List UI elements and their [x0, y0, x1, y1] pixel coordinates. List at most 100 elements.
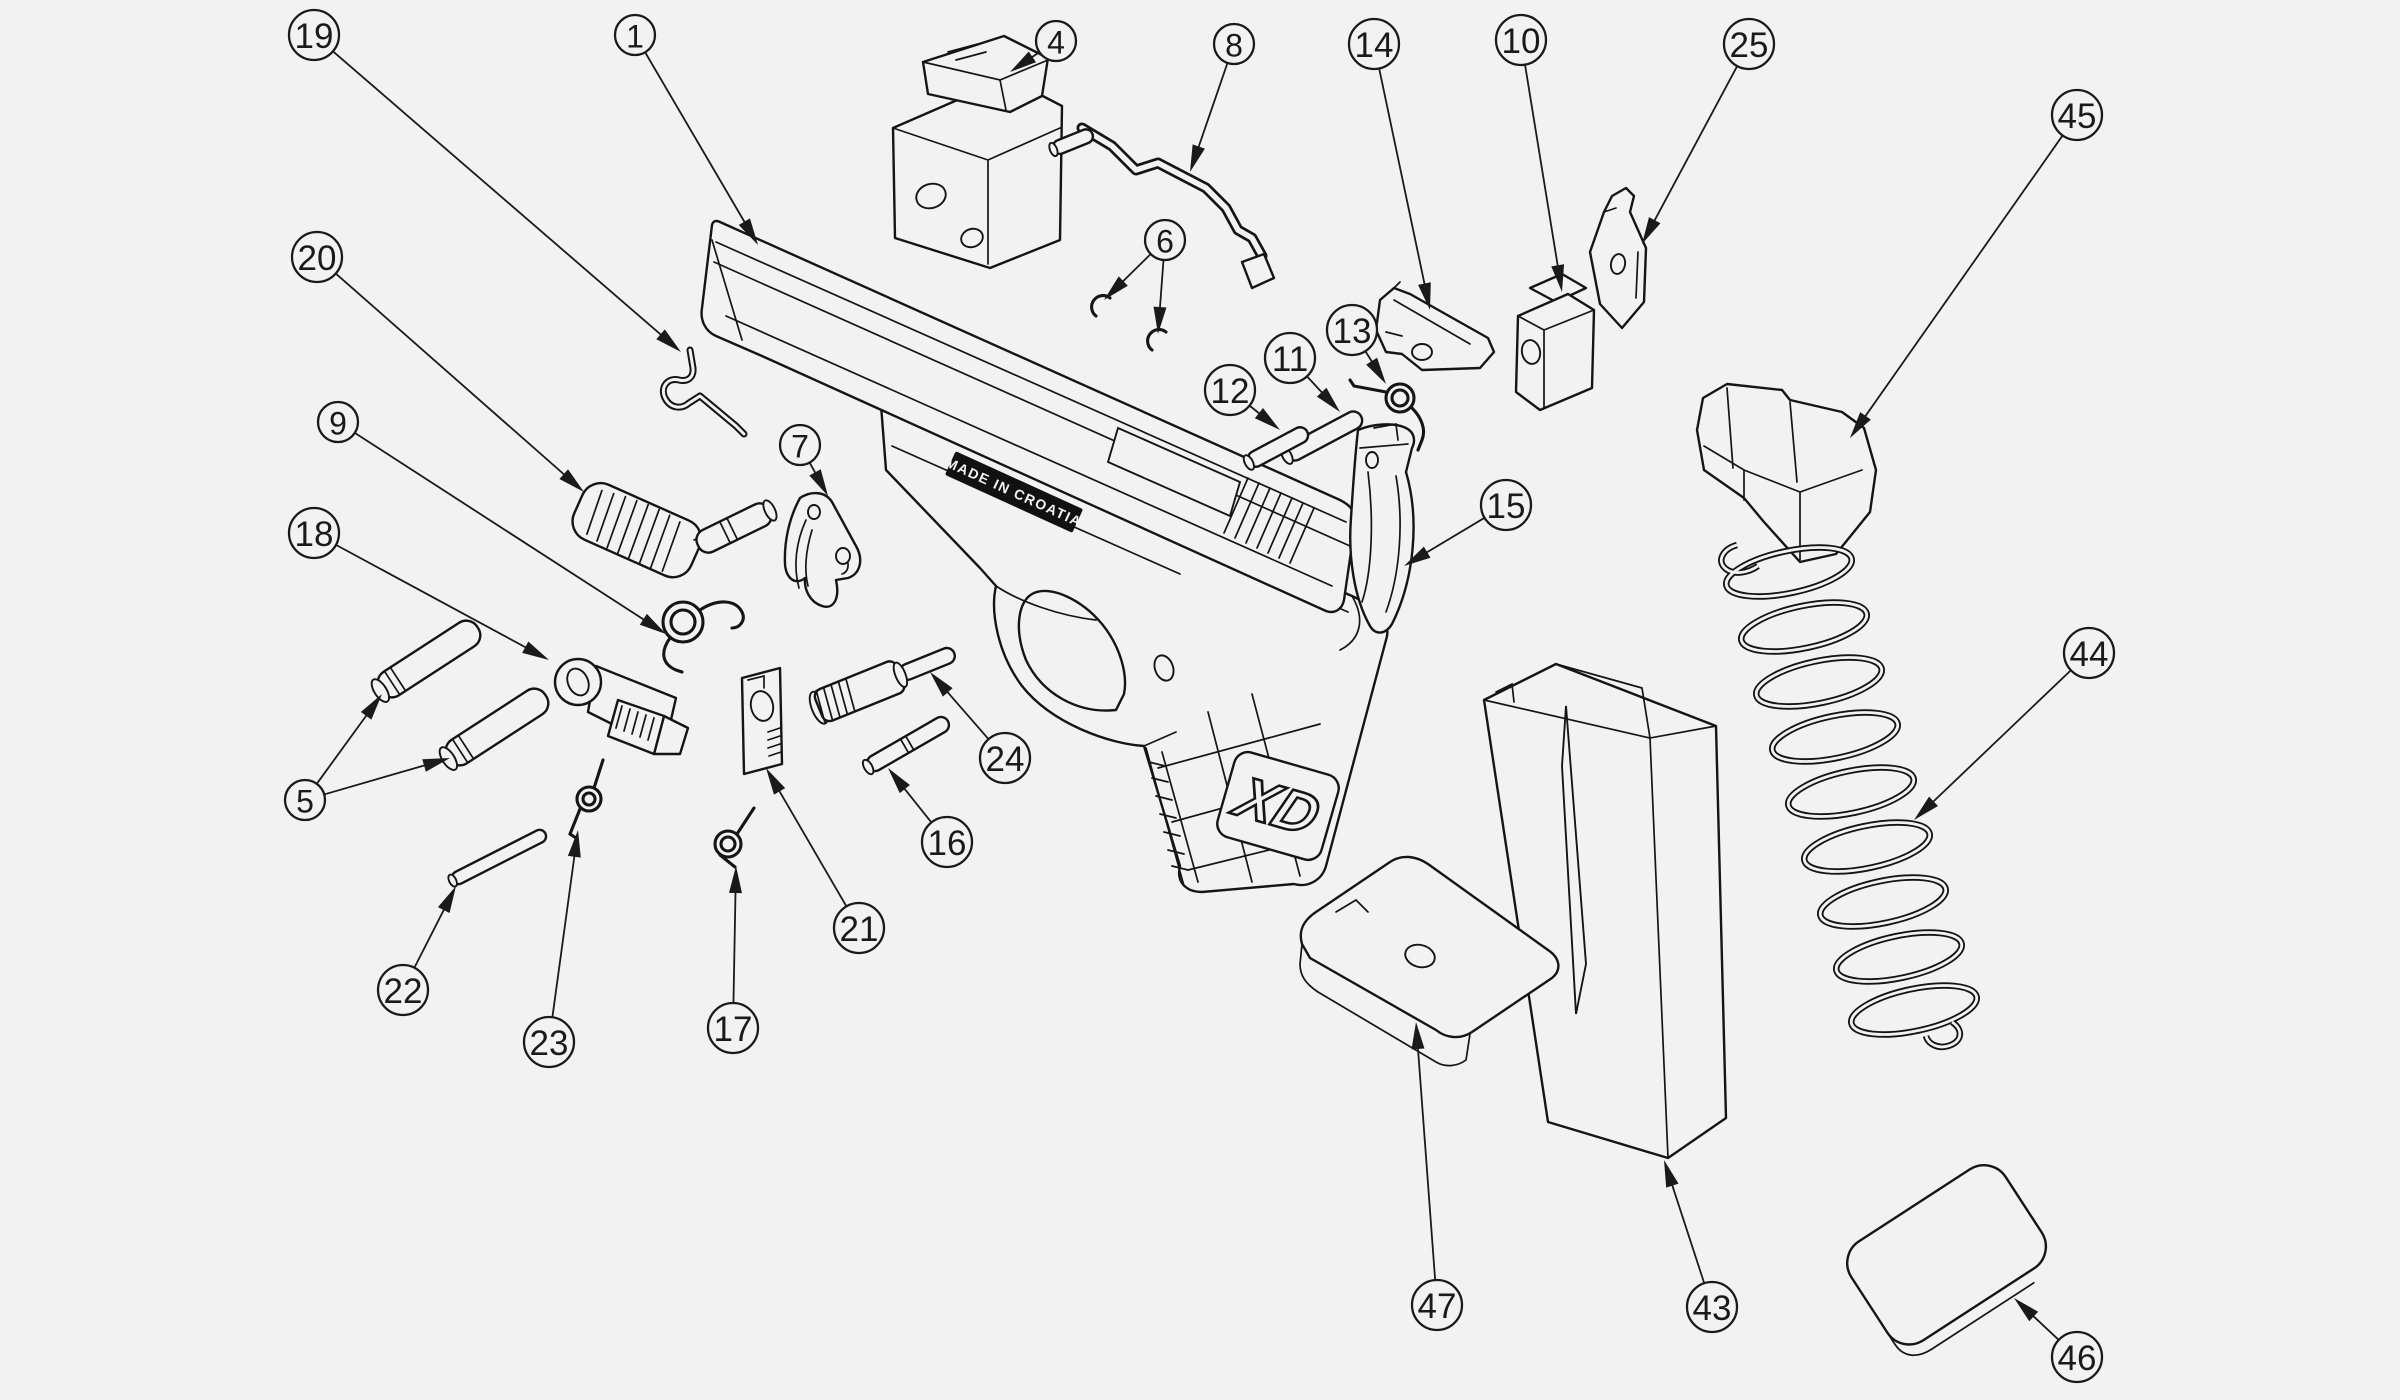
callout-circle	[1410, 1278, 1464, 1332]
leader-arrowhead	[1254, 408, 1280, 430]
callout-circle	[290, 230, 344, 284]
callout-24: 24	[930, 672, 1032, 785]
leader-arrowhead	[1316, 387, 1340, 412]
leader-arrowhead	[1642, 217, 1661, 244]
leader-line	[323, 762, 431, 796]
leader-arrowhead	[1153, 306, 1167, 334]
leader-arrowhead	[639, 613, 666, 634]
mag-release-button	[1153, 654, 1175, 682]
callout-number: 24	[986, 740, 1025, 779]
callout-21: 21	[766, 768, 886, 955]
magazine-follower-part	[1695, 382, 1878, 564]
leader-line	[1861, 134, 2064, 422]
sear-torsion-spring-part	[1348, 378, 1426, 452]
callout-23: 23	[522, 830, 581, 1069]
leader-line	[943, 687, 990, 740]
takedown-lever-part	[553, 657, 690, 756]
callout-circle	[706, 1001, 760, 1055]
leader-line	[1195, 62, 1229, 153]
callout-12: 12	[1203, 363, 1280, 430]
callout-15: 15	[1404, 478, 1533, 566]
callout-18: 18	[287, 506, 549, 660]
callout-8: 8	[1190, 22, 1256, 172]
frontstrap-serrations	[1145, 747, 1199, 887]
callout-10: 10	[1494, 13, 1565, 292]
leader-arrowhead	[2014, 1298, 2039, 1322]
leader-line	[1118, 253, 1152, 286]
callout-number: 17	[714, 1010, 753, 1049]
callout-circle	[1203, 363, 1257, 417]
callout-number: 20	[298, 239, 337, 278]
callout-number: 23	[530, 1024, 569, 1063]
grip-logo-badge: XD	[1216, 750, 1340, 862]
leader-arrowhead	[1418, 282, 1431, 310]
callout-number: 15	[1487, 487, 1526, 526]
leader-line	[1158, 259, 1165, 314]
leader-line	[316, 710, 371, 785]
callout-number: 47	[1418, 1287, 1457, 1326]
callout-6: 6	[1104, 218, 1187, 334]
callout-circle	[2062, 626, 2116, 680]
callout-number: 21	[840, 910, 879, 949]
callout-number: 22	[384, 972, 423, 1011]
callout-11: 11	[1263, 331, 1340, 412]
leader-arrowhead	[567, 830, 581, 858]
slide-lever-part	[1048, 122, 1276, 290]
callout-circle	[376, 963, 430, 1017]
trigger-pin-part	[861, 715, 951, 776]
leader-line	[2028, 1311, 2060, 1341]
spring-rod-part	[447, 828, 548, 888]
callout-circle	[613, 13, 657, 57]
frame-pin-12	[1242, 426, 1310, 471]
callout-circle	[1479, 478, 1533, 532]
leader-line	[332, 50, 666, 339]
leader-arrowhead	[1404, 546, 1431, 566]
callout-circle	[316, 400, 360, 444]
sear-lever-part	[1374, 281, 1496, 372]
leader-arrowhead	[738, 218, 758, 245]
callout-5: 5	[283, 694, 450, 822]
callout-46: 46	[2014, 1298, 2104, 1384]
retaining-clips-part	[1090, 294, 1168, 352]
callout-circle	[2050, 1330, 2104, 1384]
callout-22: 22	[376, 886, 456, 1017]
callout-circle	[1263, 331, 1317, 385]
callout-number: 14	[1355, 26, 1394, 65]
callout-circle	[1347, 17, 1401, 71]
witness-slot	[1561, 705, 1587, 1015]
leader-arrowhead	[888, 768, 910, 794]
ejector-spring-part	[713, 806, 756, 869]
ejection-port	[1106, 426, 1242, 518]
leader-arrowhead	[1010, 51, 1037, 72]
leader-line	[335, 272, 569, 479]
callout-number: 10	[1502, 22, 1541, 61]
leader-line	[1378, 68, 1427, 290]
leader-arrowhead	[656, 329, 681, 352]
leader-arrowhead	[1914, 796, 1939, 820]
rear-sight	[921, 34, 1050, 114]
leader-arrowhead	[1366, 357, 1386, 384]
frame-pins-part	[370, 619, 550, 771]
callout-circle	[1494, 13, 1548, 67]
callout-number: 45	[2058, 97, 2097, 136]
leader-line	[1524, 64, 1560, 272]
callout-number: 11	[1272, 340, 1308, 379]
callout-circle	[1722, 17, 1776, 71]
callout-circle	[1143, 218, 1187, 262]
callout-7: 7	[778, 423, 828, 496]
leader-arrowhead	[1190, 144, 1205, 172]
leader-arrowhead	[1551, 264, 1565, 292]
callout-number: 46	[2058, 1339, 2097, 1378]
small-spring-part	[568, 758, 605, 840]
leader-arrowhead	[1664, 1160, 1679, 1188]
callout-circle	[778, 423, 822, 467]
bent-pin-part	[659, 346, 748, 438]
leader-arrowhead	[766, 768, 786, 795]
callout-circle	[1325, 303, 1379, 357]
leader-line	[1651, 65, 1739, 226]
leader-arrowhead	[437, 886, 456, 914]
trigger-part	[783, 491, 862, 608]
leader-line	[413, 904, 448, 969]
callout-9: 9	[316, 400, 666, 634]
